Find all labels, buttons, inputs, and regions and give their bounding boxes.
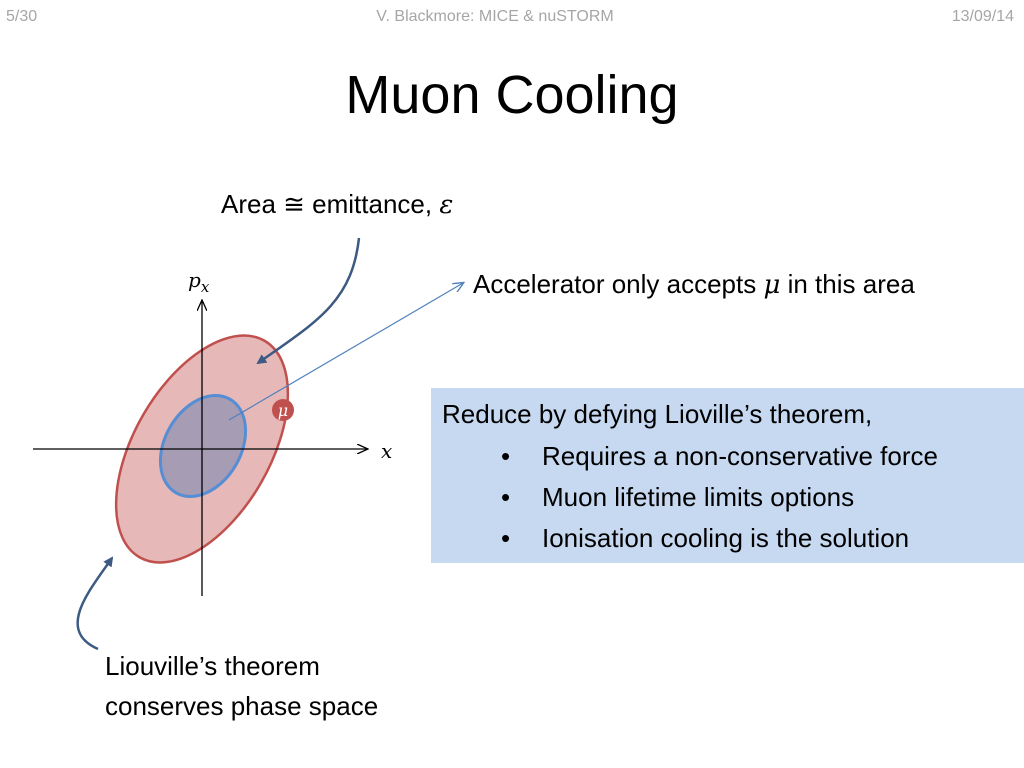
slide-date: 13/09/14 [951,8,1014,25]
acceptance-label: Accelerator only accepts μ in this area [473,269,915,300]
bullet-glyph: • [501,523,511,553]
bullet-glyph: • [501,482,511,512]
slide-title: Muon Cooling [345,65,679,125]
list-item: •Ionisation cooling is the solution [442,518,1024,559]
inner-acceptance-ellipse [158,394,248,498]
cooling-info-box: Reduce by defying Lioville’s theorem, •R… [431,388,1024,563]
liouville-label-line1: Liouville’s theorem [105,651,320,681]
liouville-label-line2: conserves phase space [105,691,379,721]
liouville-arrow [76,556,114,651]
acceptance-arrow [228,283,463,421]
y-axis-label: px [188,268,210,296]
list-item: •Muon lifetime limits options [442,477,1024,518]
liouville-label: Liouville’s theorem conserves phase spac… [105,646,378,726]
muon-marker [272,399,294,421]
epsilon-symbol: ε [439,190,454,220]
x-axis-label: x [381,439,392,463]
muon-marker-symbol: μ [278,401,288,420]
list-item: •Requires a non-conservative force [442,436,1024,477]
bullet-glyph: • [501,441,511,471]
info-box-list: •Requires a non-conservative force •Muon… [442,436,1024,559]
info-box-heading: Reduce by defying Lioville’s theorem, [442,399,873,429]
mu-symbol: μ [763,270,781,300]
footer-author-title: V. Blackmore: MICE & nuSTORM [376,8,614,25]
emittance-label: Area ≅ emittance, ε [221,189,454,220]
page-number: 5/30 [6,8,38,25]
emittance-arrow [256,237,361,365]
